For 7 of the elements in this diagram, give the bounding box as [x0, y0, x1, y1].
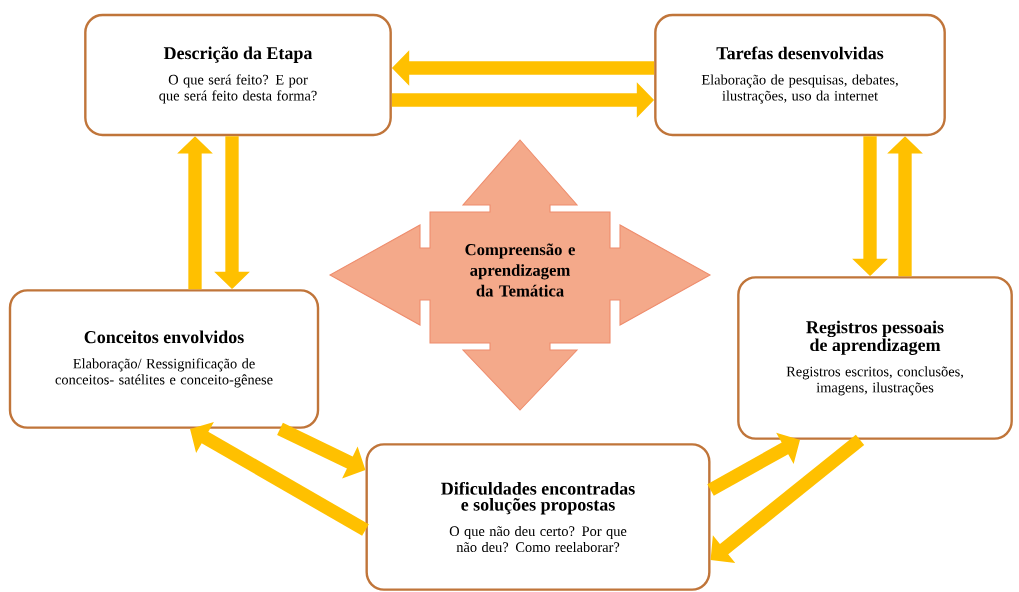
block-arrow: [710, 434, 865, 564]
block-arrow: [707, 432, 800, 496]
process-box: Registros pessoais de aprendizagem Registros escritos, conclusões, imagens, ilustrações: [737, 276, 1013, 440]
process-box: Tarefas desenvolvidas Elaboração de pesquisas, debates, ilustrações, uso da internet: [654, 13, 946, 137]
process-box: Descrição da Etapa O que será feito? E por que será feito desta forma?: [84, 13, 392, 137]
process-box: Dificuldades encontradas e soluções propostas O que não deu certo? Por que não deu? Como reelaborar?: [365, 443, 711, 591]
process-box: Conceitos envolvidos Elaboração/ Ressignificação de conceitos- satélites e conceito-gênese: [8, 289, 320, 429]
